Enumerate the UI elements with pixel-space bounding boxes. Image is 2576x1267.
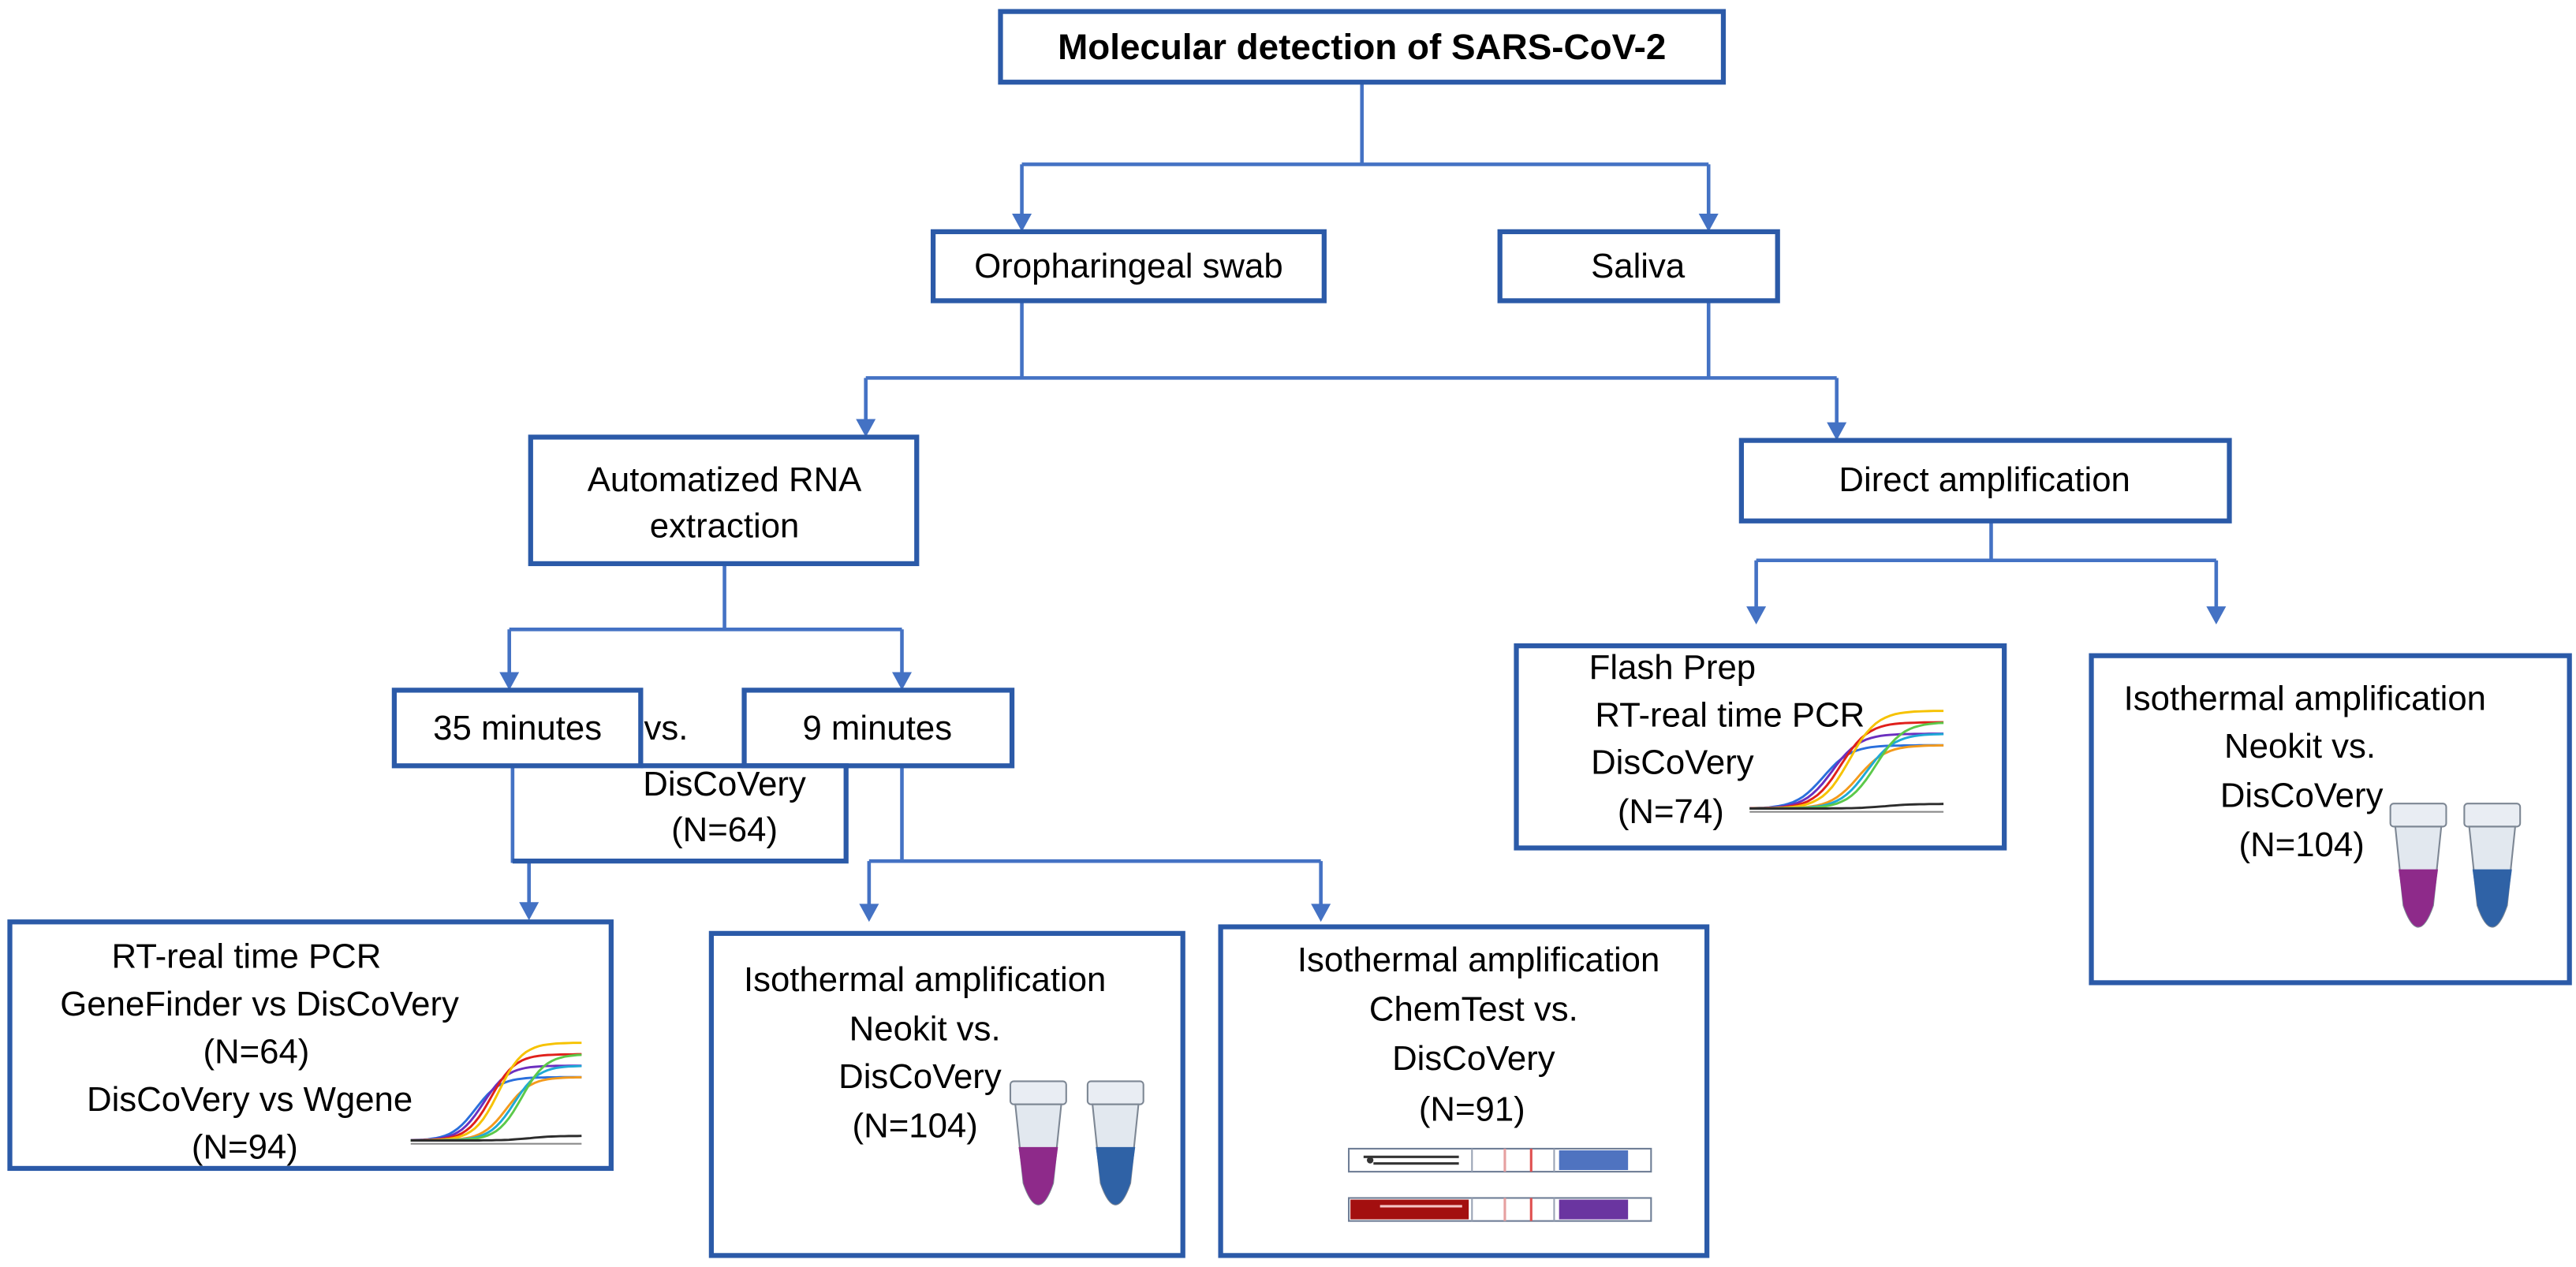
arrowhead [1311,904,1331,922]
rt-pcr-node: RT-real time PCR GeneFinder vs DisCoVery… [7,919,614,1172]
arrowhead [499,672,520,691]
iso-direct-line: (N=104) [2239,825,2365,864]
saliva-label: Saliva [1591,247,1686,285]
rt-pcr-line: (N=64) [203,1033,309,1071]
time-vs-label: vs. [644,709,689,747]
9min-label: 9 minutes [802,709,952,747]
rt-pcr-line: RT-real time PCR [112,937,382,976]
arrowhead [1827,422,1847,441]
title-node: Molecular detection of SARS-CoV-2 [998,9,1727,85]
iso-direct-line: DisCoVery [2220,776,2384,814]
iso-chemtest-node: Isothermal amplification ChemTest vs. Di… [1218,924,1710,1258]
direct-amplification-node: Direct amplification [1738,438,2232,524]
amplification-trace [1749,803,1944,810]
flash-prep-line: RT-real time PCR [1595,695,1865,734]
reaction-tube-icon [2389,803,2447,928]
flash-prep-node: Flash Prep RT-real time PCR DisCoVery (N… [1514,643,2007,851]
arrowhead [1012,213,1032,232]
9min-node: 9 minutes [741,688,1015,769]
35min-node: 35 minutes [391,688,644,769]
lateral-flow-strip-icon [1348,1197,1652,1222]
title-label: Molecular detection of SARS-CoV-2 [1058,27,1666,67]
extraction-label-line: Automatized RNA [588,460,862,499]
arrowhead [892,672,913,691]
rt-pcr-line: (N=94) [192,1127,298,1166]
arrowhead [859,904,879,922]
iso-neokit-node: Isothermal amplification Neokit vs. DisC… [708,930,1185,1258]
rt-pcr-line: GeneFinder vs DisCoVery [60,985,459,1023]
lateral-flow-strip-icon [1348,1147,1652,1173]
reaction-tube-icon [1009,1080,1067,1206]
arrowhead [1698,213,1719,232]
iso-neokit-line: Neokit vs. [849,1009,1001,1048]
extraction-node: Automatized RNA extraction [528,434,920,567]
iso-chemtest-line: DisCoVery [1392,1039,1555,1078]
iso-chemtest-line: ChemTest vs. [1369,989,1578,1028]
iso-neokit-line: (N=104) [853,1106,978,1145]
35min-drop-line [510,766,529,863]
iso-chemtest-line: (N=91) [1419,1090,1525,1128]
arrowhead [2206,606,2227,625]
iso-direct-line: Isothermal amplification [2124,679,2486,717]
arrowhead [856,419,876,438]
flash-prep-line: DisCoVery [1591,743,1754,782]
swab-node: Oropharingeal swab [930,229,1327,304]
amplification-trace [410,1135,582,1142]
time-comparison-line: DisCoVery [643,765,806,803]
flash-prep-line: (N=74) [1618,792,1724,831]
saliva-node: Saliva [1497,229,1780,304]
iso-neokit-line: DisCoVery [838,1057,1002,1096]
iso-neokit-line: Isothermal amplification [744,960,1106,999]
iso-chemtest-line: Isothermal amplification [1297,941,1659,979]
amplification-curve-icon [410,1042,582,1145]
reaction-tube-icon [2463,803,2522,928]
arrowhead [519,902,539,921]
time-comparison-line: (N=64) [671,811,778,849]
flash-prep-line: Flash Prep [1589,648,1756,687]
extraction-label-line: extraction [650,507,800,546]
direct-amplification-label: Direct amplification [1839,460,2130,499]
reaction-tube-icon [1086,1080,1144,1206]
arrowhead [1746,606,1767,625]
rt-pcr-line: DisCoVery vs Wgene [87,1080,413,1119]
swab-label: Oropharingeal swab [974,247,1282,285]
amplification-curve-icon [1749,710,1944,813]
iso-direct-node: Isothermal amplification Neokit vs. DisC… [2089,653,2572,986]
iso-direct-line: Neokit vs. [2224,727,2376,766]
time-comparison-node: DisCoVery (N=64) [512,763,849,864]
35min-label: 35 minutes [433,709,602,747]
